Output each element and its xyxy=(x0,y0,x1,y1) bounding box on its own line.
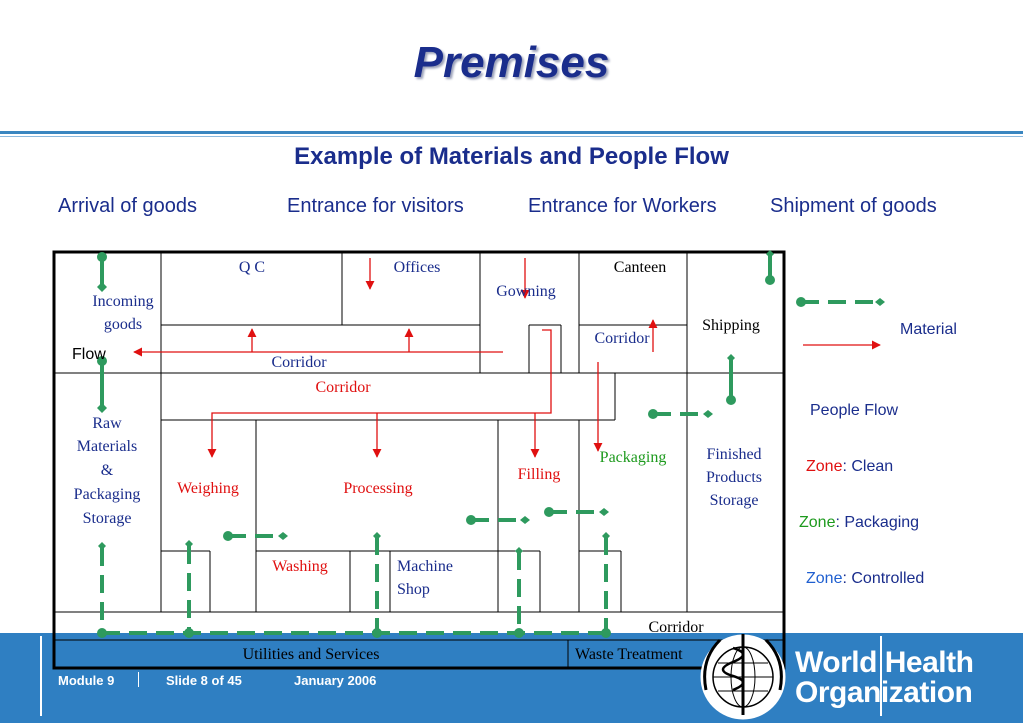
org-name-line2: Organization xyxy=(795,676,973,709)
legend-material: Material xyxy=(900,321,957,338)
room-shipping: Shipping xyxy=(702,317,760,334)
room-finished-line1: Finished xyxy=(706,446,761,463)
people-flow-paths xyxy=(100,254,880,635)
plan-walls xyxy=(52,250,786,670)
outer-wall xyxy=(52,250,786,670)
room-weighing: Weighing xyxy=(177,480,239,497)
org-name: World Health Organization xyxy=(795,646,974,709)
room-raw-line1: Raw xyxy=(92,415,122,432)
people-flow-markers xyxy=(97,250,885,638)
room-incoming-line1: Incoming xyxy=(92,293,153,310)
zone-word: Zone xyxy=(806,458,843,475)
room-packaging: Packaging xyxy=(600,449,667,466)
room-canteen: Canteen xyxy=(614,259,666,276)
legend-zone-clean: Zone: Clean xyxy=(806,458,893,476)
legend-zone-controlled: Zone: Controlled xyxy=(806,570,924,588)
zone-packaging-label: : Packaging xyxy=(835,514,920,531)
room-utilities: Utilities and Services xyxy=(243,646,380,663)
room-machine-line2: Shop xyxy=(397,581,430,598)
zone-controlled-label: : Controlled xyxy=(842,570,925,587)
legend-people-flow: People Flow xyxy=(810,402,899,419)
org-name-line1: World Health xyxy=(795,646,974,679)
legend-flow: Flow xyxy=(72,346,106,363)
room-raw-line5: Storage xyxy=(83,510,132,527)
footer-module: Module 9 xyxy=(58,673,115,688)
material-flow-arrows xyxy=(133,258,881,458)
slide-title: Premises xyxy=(413,38,610,87)
header-workers: Entrance for Workers xyxy=(528,195,717,217)
corridor-bottom: Corridor xyxy=(648,619,704,636)
room-raw-line2: Materials xyxy=(77,438,137,455)
header-visitors: Entrance for visitors xyxy=(287,195,464,217)
room-filling: Filling xyxy=(518,466,561,483)
room-waste: Waste Treatment xyxy=(575,646,683,663)
footer-divider xyxy=(138,672,139,687)
room-processing: Processing xyxy=(343,480,412,497)
header-shipment: Shipment of goods xyxy=(770,195,937,217)
zone-word: Zone xyxy=(799,514,836,531)
footer-divider-right xyxy=(880,636,882,716)
slide-subtitle: Example of Materials and People Flow xyxy=(294,143,729,170)
title-rule xyxy=(0,131,1023,134)
corridor-red: Corridor xyxy=(315,379,371,396)
room-raw-line4: Packaging xyxy=(74,486,141,503)
corridor-upper: Corridor xyxy=(271,354,327,371)
room-washing: Washing xyxy=(272,558,328,575)
room-gowning: Gowning xyxy=(496,283,556,300)
legend-zone-packaging: Zone: Packaging xyxy=(799,514,919,532)
footer-slide: Slide 8 of 45 xyxy=(166,673,242,688)
room-machine-line1: Machine xyxy=(397,558,453,575)
title-rule-thin xyxy=(0,136,1023,137)
who-emblem-icon xyxy=(700,634,786,720)
zone-clean-label: : Clean xyxy=(842,458,894,475)
footer-band xyxy=(0,633,1023,723)
header-arrival: Arrival of goods xyxy=(58,195,197,217)
zone-word: Zone xyxy=(806,570,843,587)
room-offices: Offices xyxy=(394,259,441,276)
footer-date: January 2006 xyxy=(294,673,377,688)
room-finished-line3: Storage xyxy=(710,492,759,509)
room-qc: Q C xyxy=(239,259,265,276)
corridor-right: Corridor xyxy=(594,330,650,347)
room-incoming-line2: goods xyxy=(104,316,142,333)
room-finished-line2: Products xyxy=(706,469,762,486)
footer-divider-left xyxy=(40,636,42,716)
room-raw-line3: & xyxy=(101,462,114,479)
